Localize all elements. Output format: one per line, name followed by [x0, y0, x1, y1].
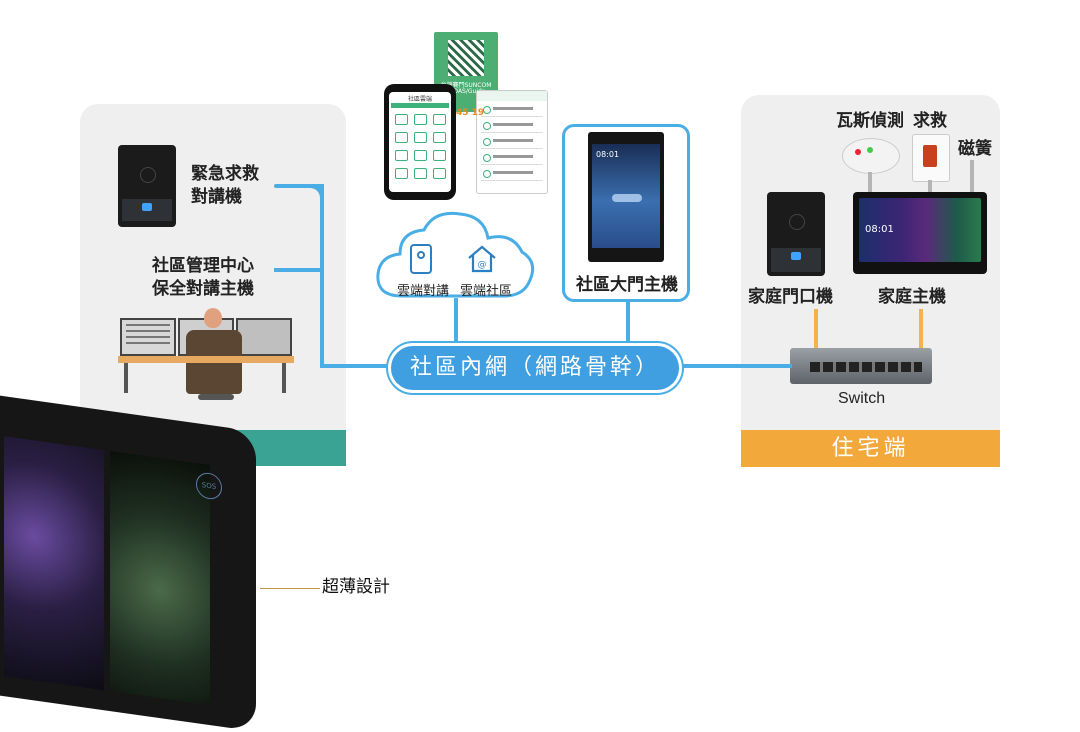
residence-banner: 住宅端: [741, 430, 1000, 467]
magnet-sensor-label: 磁簧: [958, 139, 992, 159]
ultrathin-product-frame: SOS: [0, 390, 256, 732]
cloud-community-label: 雲端社區: [459, 284, 512, 299]
host-to-switch-line: [919, 309, 923, 351]
cloud-intercom-icon: [410, 244, 432, 274]
emergency-link: [274, 184, 324, 188]
gate-host-label: 社區大門主機: [576, 275, 678, 295]
security-desk-illustration: [118, 308, 296, 410]
monitor-left: [120, 318, 176, 356]
gate-to-backbone: [626, 302, 630, 344]
ultrathin-callout: 超薄設計: [322, 577, 390, 597]
home-host-label: 家庭主機: [878, 287, 946, 307]
sos-button-device: [912, 134, 950, 182]
gate-host-time: 08:01: [596, 150, 620, 159]
monitor-right: [236, 318, 292, 356]
guard-head: [204, 308, 222, 328]
management-to-backbone: [320, 364, 390, 368]
sos-connector: [928, 180, 932, 192]
home-door-station-device: [767, 192, 825, 276]
home-door-station-label: 家庭門口機: [748, 287, 833, 307]
gas-detector-device: [842, 138, 900, 174]
center-link: [274, 268, 322, 272]
phone-app-title: 社區雲端: [407, 96, 432, 103]
network-backbone-pill: 社區內網（網路骨幹）: [388, 343, 682, 393]
door-to-switch-line: [814, 309, 818, 351]
gate-host-device: 08:01: [588, 132, 664, 262]
cloud-to-backbone: [454, 298, 458, 344]
sos-button-label: 求救: [913, 111, 947, 131]
ultrathin-callout-line: [260, 588, 320, 589]
qr-code-icon: [448, 40, 484, 76]
gas-detector-label: 瓦斯偵測: [836, 111, 904, 131]
qr-card-line1: 台灣賽門SUNCOM: [440, 82, 492, 89]
cloud-intercom-label: 雲端對講: [396, 284, 449, 299]
keypad-glow-icon: [791, 252, 801, 260]
keypad-glow-icon: [142, 203, 152, 211]
gas-connector: [868, 172, 872, 192]
product-screen-right: [110, 451, 210, 706]
desk: [118, 356, 294, 363]
management-center-label: 社區管理中心 保全對講主機: [152, 256, 254, 299]
app-list-screen: [476, 90, 548, 194]
qr-card-line2: MIDAS/Guide: [446, 88, 486, 95]
network-switch-device: [790, 348, 932, 384]
svg-text:@: @: [478, 260, 487, 270]
product-screen-left: [4, 436, 104, 691]
phone-app-numbers: 45 19: [456, 108, 485, 118]
emergency-intercom-label: 緊急求救 對講機: [191, 164, 259, 207]
home-host-device: 08:01: [853, 192, 987, 274]
cloud-community-icon: @: [468, 245, 496, 273]
emergency-intercom-device: [118, 145, 176, 227]
home-host-time: 08:01: [865, 224, 894, 235]
phone-device: 社區雲端: [384, 84, 456, 200]
management-trunk: [320, 184, 324, 368]
cloud-shape: [376, 211, 535, 298]
magnet-connector: [970, 160, 974, 192]
switch-label: Switch: [838, 390, 886, 407]
phone-screen: 社區雲端: [389, 92, 451, 192]
backbone-to-switch: [676, 364, 792, 368]
